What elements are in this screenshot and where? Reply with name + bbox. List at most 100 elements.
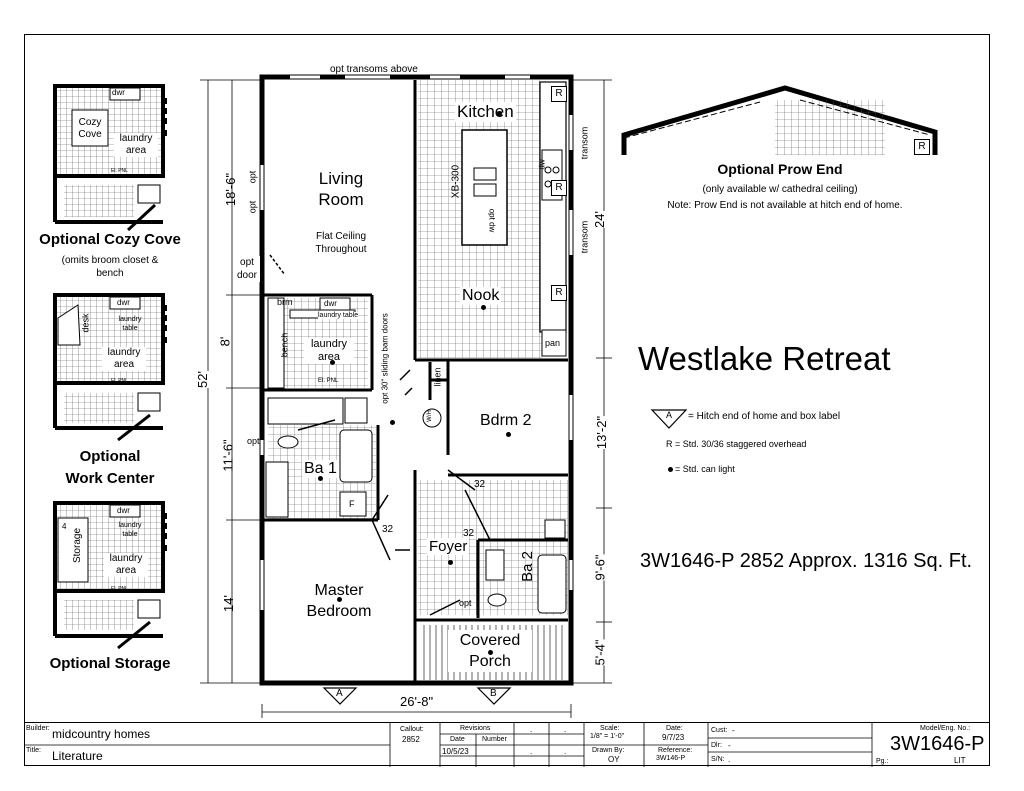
opt-door-label: opt door [234, 256, 260, 282]
windows [260, 75, 573, 610]
interior-walls [262, 80, 568, 683]
title-block-grid [24, 723, 873, 767]
storage-table-line-2: table [122, 531, 138, 538]
legend-hitch: = Hitch end of home and box label [688, 411, 841, 422]
title-label: Title: [26, 747, 41, 754]
storage-table-line-1: laundry [118, 522, 142, 529]
broom-label: brm [277, 297, 293, 307]
dim-right-3: 9'-6" [592, 554, 608, 581]
cozy-line-2: Cove [78, 129, 102, 140]
can-light [318, 476, 323, 481]
storage-el-label: El. PNL [111, 586, 128, 592]
kitchen-label: Kitchen [455, 102, 516, 122]
model-line: 3W1646-P 2852 Approx. 1316 Sq. Ft. [640, 550, 973, 572]
storage-table-label: laundry table [110, 521, 150, 539]
cozy-note-line-2: bench [96, 268, 124, 279]
storage-title: Optional Storage [49, 655, 171, 672]
range [541, 149, 563, 201]
reference-label: Reference: [658, 747, 693, 754]
opt-foyer-label: opt [459, 598, 472, 608]
can-light [337, 597, 342, 602]
work-dwr-label: dwr [117, 298, 130, 307]
opt-transoms-label: opt transoms above [330, 64, 418, 75]
door-32-bdrm2: 32 [474, 479, 486, 490]
prow-end-elevation [621, 85, 938, 155]
sink-2 [473, 183, 497, 197]
work-title-line-2: Work Center [65, 470, 155, 487]
revisions-label: Revisions [460, 725, 491, 732]
r-box-3: R [551, 285, 567, 301]
kitchen-island [461, 129, 508, 246]
cozy-title: Optional Cozy Cove [39, 231, 181, 248]
porch-line-2: Porch [469, 653, 511, 670]
opt-door-line-1: opt [240, 257, 254, 268]
dim-right-4: 5'-4" [592, 639, 608, 666]
work-table-label: laundry table [110, 315, 150, 333]
storage-four-label: 4 [62, 522, 67, 531]
bath1-vanity [265, 461, 289, 518]
bath2-tub [537, 554, 567, 614]
work-laundry-line-1: laundry [107, 347, 141, 358]
rev-number-label: Number [482, 736, 507, 743]
drawnby-value: OY [608, 755, 620, 764]
linen-label: linen [432, 367, 443, 387]
drawing-frame [24, 34, 990, 766]
prow-r-box: R [914, 139, 930, 155]
bath2-label: Ba 2 [518, 551, 536, 582]
cozy-cove-label: Cozy Cove [72, 117, 108, 141]
pantry-label: pan [545, 338, 561, 348]
work-el-label: El. PNL [111, 378, 128, 384]
can-light [497, 111, 502, 116]
marker-b-label: B [490, 688, 497, 699]
xb300-label: XB-300 [450, 164, 462, 199]
bath2-toilet [487, 593, 507, 607]
living-line-1: Living [318, 169, 364, 188]
dim-left-1: 18'-6" [223, 172, 239, 207]
model-eng-value: 3W1646-P [890, 733, 985, 755]
legend-light-dot [668, 467, 673, 472]
right-dimension-lines [571, 79, 612, 684]
nook-label: Nook [460, 287, 502, 305]
sink-1 [473, 167, 497, 181]
dim-left-2: 8' [217, 336, 233, 347]
cust-value: - [732, 726, 735, 735]
legend-a-letter: A [666, 410, 673, 420]
rev-dot-1: . [530, 725, 533, 734]
model-name: Westlake Retreat [638, 340, 891, 377]
bath1-vanity-area [267, 397, 344, 425]
porch-line-1: Covered [459, 632, 521, 649]
storage-label: Storage [72, 527, 84, 564]
flat-ceiling-line-1: Flat Ceiling [315, 231, 367, 242]
el-pnl-label: El. PNL [318, 378, 339, 384]
opt-window-label-1: opt [247, 170, 258, 184]
date2-value: 9/7/23 [662, 733, 685, 742]
rev-date-label: Date [450, 736, 465, 743]
transom-label-2: transom [579, 220, 590, 254]
marker-a-triangle [322, 687, 358, 705]
sn-value: . [728, 755, 731, 764]
r-box-1: R [551, 86, 567, 102]
title-value: Literature [52, 749, 103, 763]
cozy-line-1: Cozy [78, 117, 102, 128]
bedroom2-label: Bdrm 2 [480, 412, 532, 429]
sn-label: S/N: [711, 756, 725, 763]
cozy-note-line-1: (omits broom closet & [61, 255, 159, 266]
flat-ceiling-note: Flat Ceiling Throughout [298, 230, 384, 256]
master-bedroom-label: Master Bedroom [294, 580, 384, 622]
dlr-label: Dlr: [711, 742, 722, 749]
door-32-master: 32 [382, 524, 394, 535]
transom-label-1: transom [579, 126, 590, 160]
rev-date-value: 10/5/23 [442, 747, 469, 756]
prow-subtitle: (only available w/ cathedral ceiling) [702, 184, 858, 195]
reference-value: 3W146-P [656, 755, 686, 762]
rev-dot-2: . [564, 725, 567, 734]
opt-bath-window-label: opt [247, 436, 260, 446]
opt-window-label-2: opt [247, 200, 258, 214]
work-laundry-label: laundry area [102, 347, 146, 371]
work-desk-label: desk [80, 313, 91, 333]
door-swings [269, 254, 491, 616]
builder-label: Builder: [26, 725, 50, 732]
rev-dot-4: . [564, 747, 567, 756]
master-line-1: Master [314, 582, 364, 599]
can-light [390, 420, 395, 425]
